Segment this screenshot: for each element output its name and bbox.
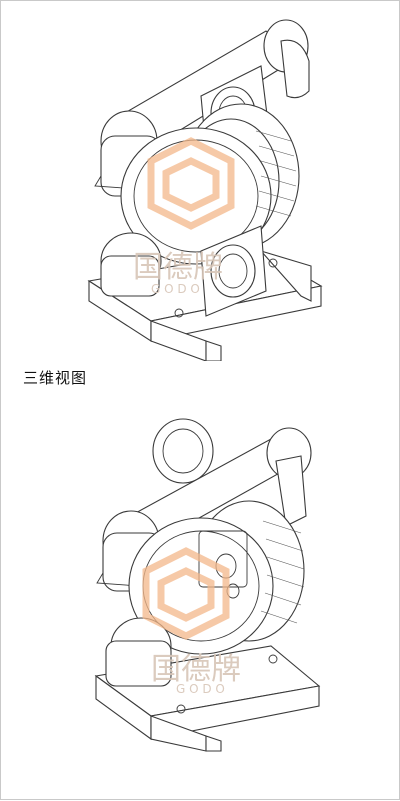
watermark-bottom: 国德牌 G O D O bbox=[142, 547, 241, 696]
watermark-cn-text-2: 国德牌 bbox=[151, 652, 241, 687]
pump-body-bottom bbox=[128, 500, 305, 655]
pump-3d-view-bottom: 国德牌 G O D O bbox=[1, 401, 400, 801]
inlet-manifold-top bbox=[100, 225, 267, 317]
pump-drawing-bottom: 国德牌 G O D O bbox=[94, 418, 321, 752]
inlet-manifold-bottom bbox=[105, 617, 172, 687]
view-caption: 三维视图 bbox=[23, 369, 88, 387]
base-frame-bottom bbox=[94, 645, 321, 752]
pump-3d-view-top: 国德牌 G O D O bbox=[1, 1, 400, 361]
pump-drawing-top: 国德牌 G O D O bbox=[87, 19, 323, 361]
flange-bottom bbox=[152, 418, 214, 484]
watermark-cn-text-1: 国德牌 bbox=[133, 250, 223, 285]
watermark-latin-text-1: G O D O bbox=[151, 282, 200, 296]
watermark-top: 国德牌 G O D O bbox=[133, 137, 235, 296]
watermark-latin-text-2: G O D O bbox=[176, 682, 225, 696]
